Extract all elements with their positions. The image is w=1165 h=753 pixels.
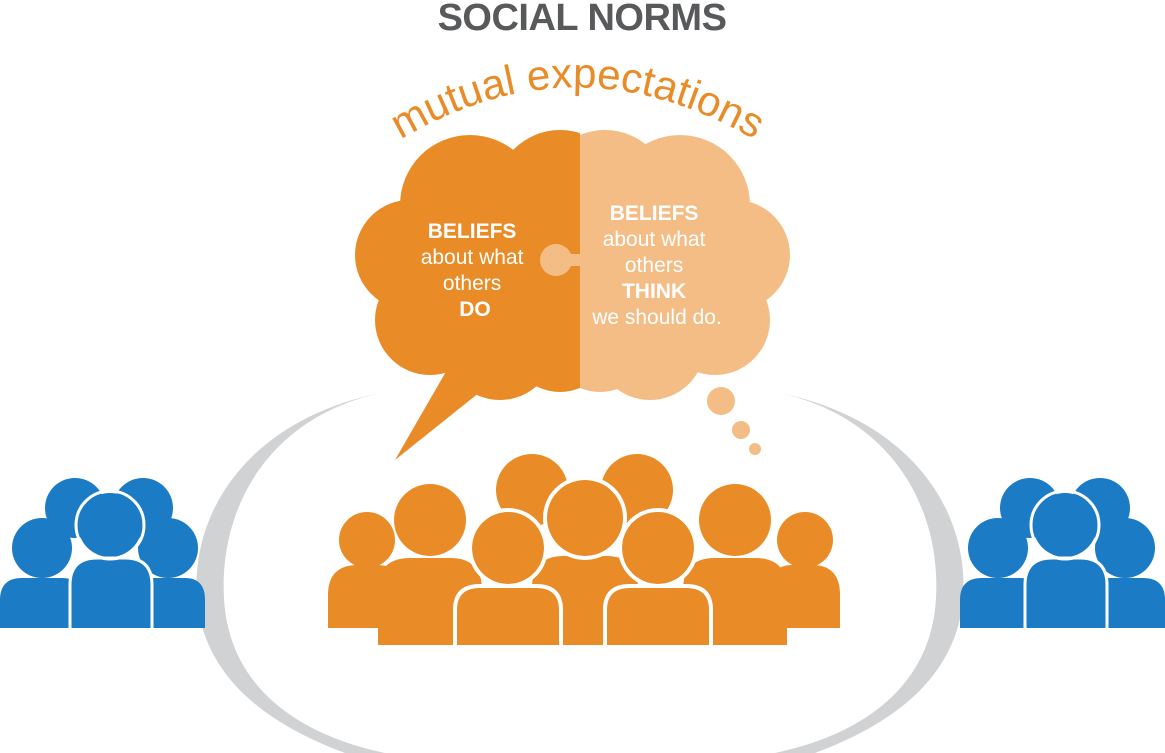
- right-bubble-line-1: BELIEFS: [610, 202, 699, 225]
- left-bubble-line-1: BELIEFS: [428, 220, 517, 243]
- thought-dot-small: [749, 443, 761, 455]
- right-group-separators: [1023, 489, 1109, 628]
- person-icon: [770, 512, 840, 628]
- left-bubble-line-2: about what: [421, 246, 524, 269]
- person-icon: [605, 512, 711, 645]
- person-icon: [455, 512, 561, 645]
- left-group-people-icon: [0, 478, 205, 628]
- right-bubble-line-2: about what: [603, 228, 706, 251]
- right-bubble-line-3: others: [625, 254, 683, 277]
- enclosure-arc-right: [775, 393, 964, 753]
- cloud-left-half: [355, 130, 580, 460]
- right-group-people-icon: [960, 478, 1165, 628]
- right-bubble-line-4: THINK: [622, 280, 686, 303]
- thought-bubble: BELIEFS about what others DO BELIEFS abo…: [355, 130, 790, 460]
- thought-dot-medium: [732, 421, 750, 439]
- puzzle-connector-knob: [540, 244, 572, 276]
- right-bubble-text: BELIEFS about what others THINK we shoul…: [591, 202, 722, 329]
- thought-dot-large: [707, 387, 735, 415]
- left-bubble-line-3: others: [443, 272, 501, 295]
- central-group-people-icon: [328, 454, 840, 645]
- right-bubble-line-5: we should do.: [591, 306, 722, 329]
- left-group-separators: [68, 489, 154, 628]
- left-bubble-line-4: DO: [459, 298, 491, 321]
- left-bubble-text: BELIEFS about what others DO: [421, 220, 530, 321]
- enclosure-arc-left: [196, 393, 385, 753]
- group-enclosure: [196, 393, 964, 753]
- crowd-separators: [453, 476, 713, 645]
- cloud-right-half: [580, 130, 790, 400]
- diagram-title: SOCIAL NORMS: [438, 0, 727, 39]
